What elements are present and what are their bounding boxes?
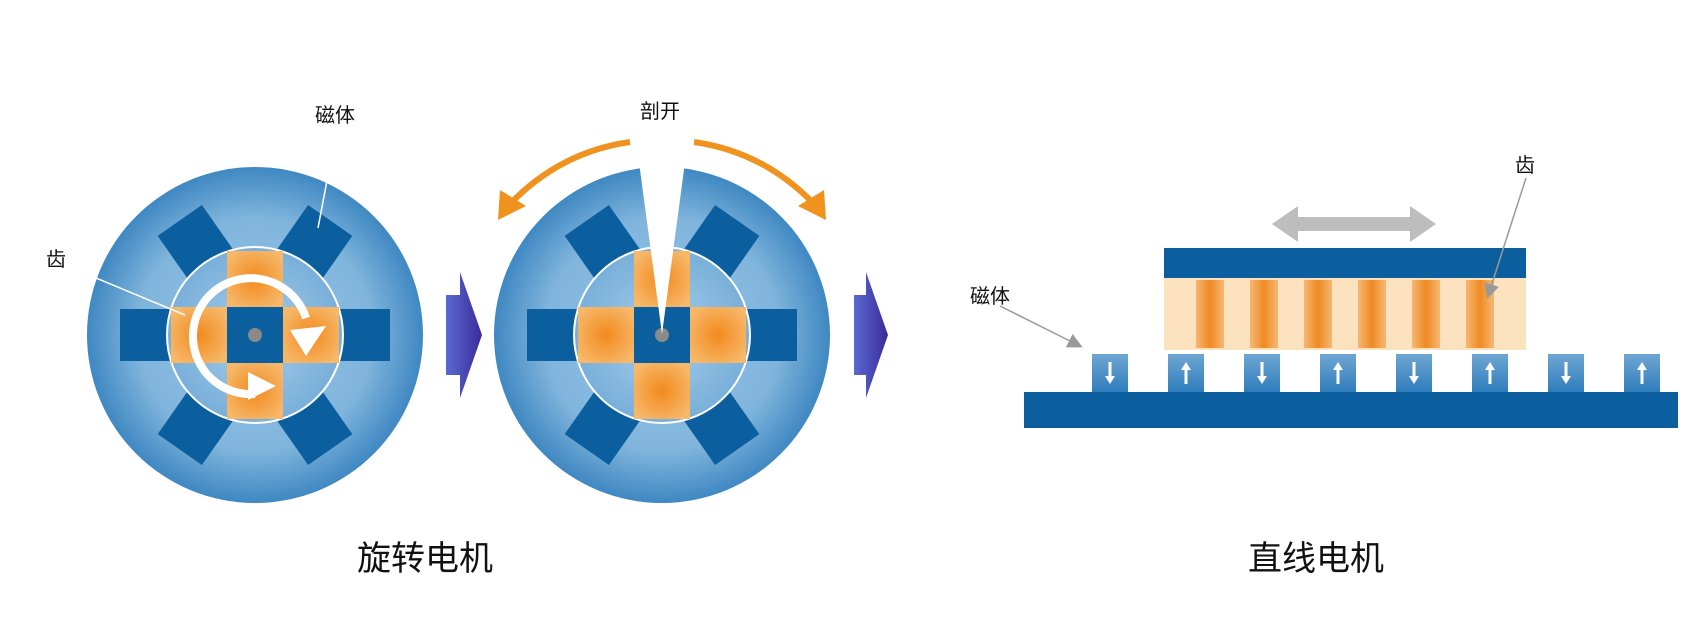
arrow-down-icon bbox=[1409, 362, 1419, 384]
rotary-motor-2: 剖开 bbox=[494, 99, 830, 503]
rotary-tooth-callout: 齿 bbox=[46, 247, 186, 316]
slide-arrow-icon bbox=[1272, 206, 1436, 242]
linear-magnet-label: 磁体 bbox=[970, 284, 1010, 308]
mover-tooth-strip bbox=[1358, 280, 1386, 348]
magnet-block-up bbox=[1624, 354, 1660, 392]
magnet-block-down bbox=[1244, 354, 1280, 392]
linear-motor: 齿 磁体 bbox=[970, 153, 1678, 428]
magnet-block-up bbox=[1472, 354, 1508, 392]
mover-teeth bbox=[1196, 280, 1494, 348]
unroll-arrows bbox=[498, 139, 826, 220]
mover-tooth-strip bbox=[1250, 280, 1278, 348]
linear-caption: 直线电机 bbox=[1248, 539, 1384, 579]
arrow-down-icon bbox=[1561, 362, 1571, 384]
step-arrow-icon-2 bbox=[854, 272, 888, 398]
arrow-up-icon bbox=[1181, 362, 1191, 384]
rotary-caption: 旋转电机 bbox=[357, 539, 493, 579]
linear-tooth-label: 齿 bbox=[1515, 153, 1535, 177]
mover-tooth-strip bbox=[1304, 280, 1332, 348]
cut-wedge bbox=[632, 110, 692, 334]
arrow-up-icon bbox=[1485, 362, 1495, 384]
mover-tooth-strip bbox=[1412, 280, 1440, 348]
rotary-magnet-callout: 磁体 bbox=[315, 103, 355, 229]
rotary-tooth-label: 齿 bbox=[46, 247, 66, 271]
arrow-up-icon bbox=[1333, 362, 1343, 384]
rotation-arrow-icon bbox=[188, 274, 326, 400]
magnet-block-down bbox=[1396, 354, 1432, 392]
stator-magnets bbox=[1092, 354, 1660, 392]
magnet-block-down bbox=[1548, 354, 1584, 392]
unroll-arrow-right-icon bbox=[798, 190, 826, 220]
stator-base bbox=[1024, 392, 1678, 428]
magnet-block-up bbox=[1168, 354, 1204, 392]
linear-tooth-callout: 齿 bbox=[1484, 153, 1535, 299]
rotary-magnet-label: 磁体 bbox=[315, 103, 355, 127]
mover-body bbox=[1164, 278, 1526, 350]
linear-magnet-callout: 磁体 bbox=[970, 284, 1083, 348]
magnet-block-up bbox=[1320, 354, 1356, 392]
magnet-block-down bbox=[1092, 354, 1128, 392]
arrow-up-icon bbox=[1637, 362, 1647, 384]
rotary-motor-1: 磁体 齿 bbox=[46, 103, 423, 503]
cut-label: 剖开 bbox=[640, 99, 680, 123]
arrow-down-icon bbox=[1257, 362, 1267, 384]
step-arrow-icon-1 bbox=[446, 272, 482, 398]
mover-tooth-strip bbox=[1196, 280, 1224, 348]
arrow-down-icon bbox=[1105, 362, 1115, 384]
axis-dot bbox=[248, 328, 262, 342]
unroll-arrow-left-icon bbox=[498, 190, 526, 220]
mover-back-iron bbox=[1164, 248, 1526, 278]
teeth-2 bbox=[578, 251, 746, 419]
